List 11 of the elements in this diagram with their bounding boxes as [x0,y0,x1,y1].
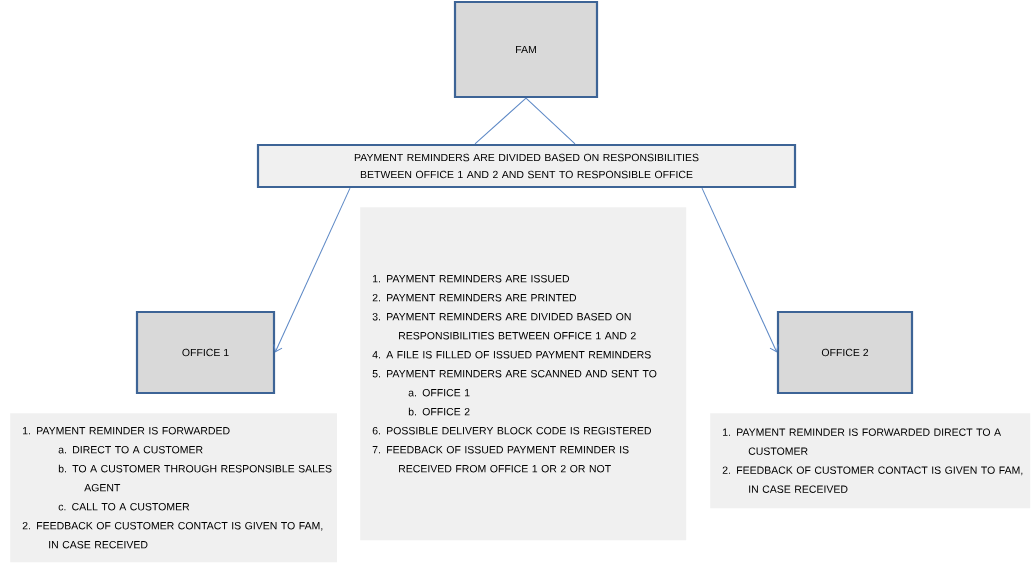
connector-line [525,97,576,145]
connector-line [474,97,527,145]
summary-banner: PAYMENT REMINDERS ARE DIVIDED BASED ON RESPONSIBILITIES BETWEEN OFFICE 1 AND 2 AND SENT TO RESPONSIBLE OFFICE [256,143,797,189]
connector-line [701,187,779,353]
task-list-panel: 1. PAYMENT REMINDER IS FORWARDED a. DIRECT TO A CUSTOMER b. TO A CUSTOMER THROUGH RESPONSIBLE SALES AGENT c. CALL TO A CUSTOMER 2. FEEDBACK OF CUSTOMER CONTACT IS GIVEN TO FAM, IN CASE RECEIVED [10,413,338,563]
office-box: OFFICE 2 [776,310,914,395]
title-box: FAM [453,0,599,99]
step-list-panel: 1. PAYMENT REMINDERS ARE ISSUED 2. PAYMENT REMINDERS ARE PRINTED 3. PAYMENT REMINDERS ARE DIVIDED BASED ON RESPONSIBILITIES BETWEEN OFFICE 1 AND 2 4. A FILE IS FILLED OF ISSUED PAYMENT REMINDERS 5. PAYMENT REMINDERS ARE SCANNED AND SENT TO a. OFFICE 1 b. OFFICE 2 6. POSSIBLE DELIVERY BLOCK CODE IS REGISTERED 7. FEEDBACK OF ISSUED PAYMENT REMINDER IS RECEIVED FROM OFFICE 1 OR 2 OR NOT [360,207,687,541]
connector-line [273,187,351,353]
task-list-panel: 1. PAYMENT REMINDER IS FORWARDED DIRECT TO A CUSTOMER 2. FEEDBACK OF CUSTOMER CONTACT IS GIVEN TO FAM, IN CASE RECEIVED [710,413,1031,509]
office-box: OFFICE 1 [135,310,276,395]
